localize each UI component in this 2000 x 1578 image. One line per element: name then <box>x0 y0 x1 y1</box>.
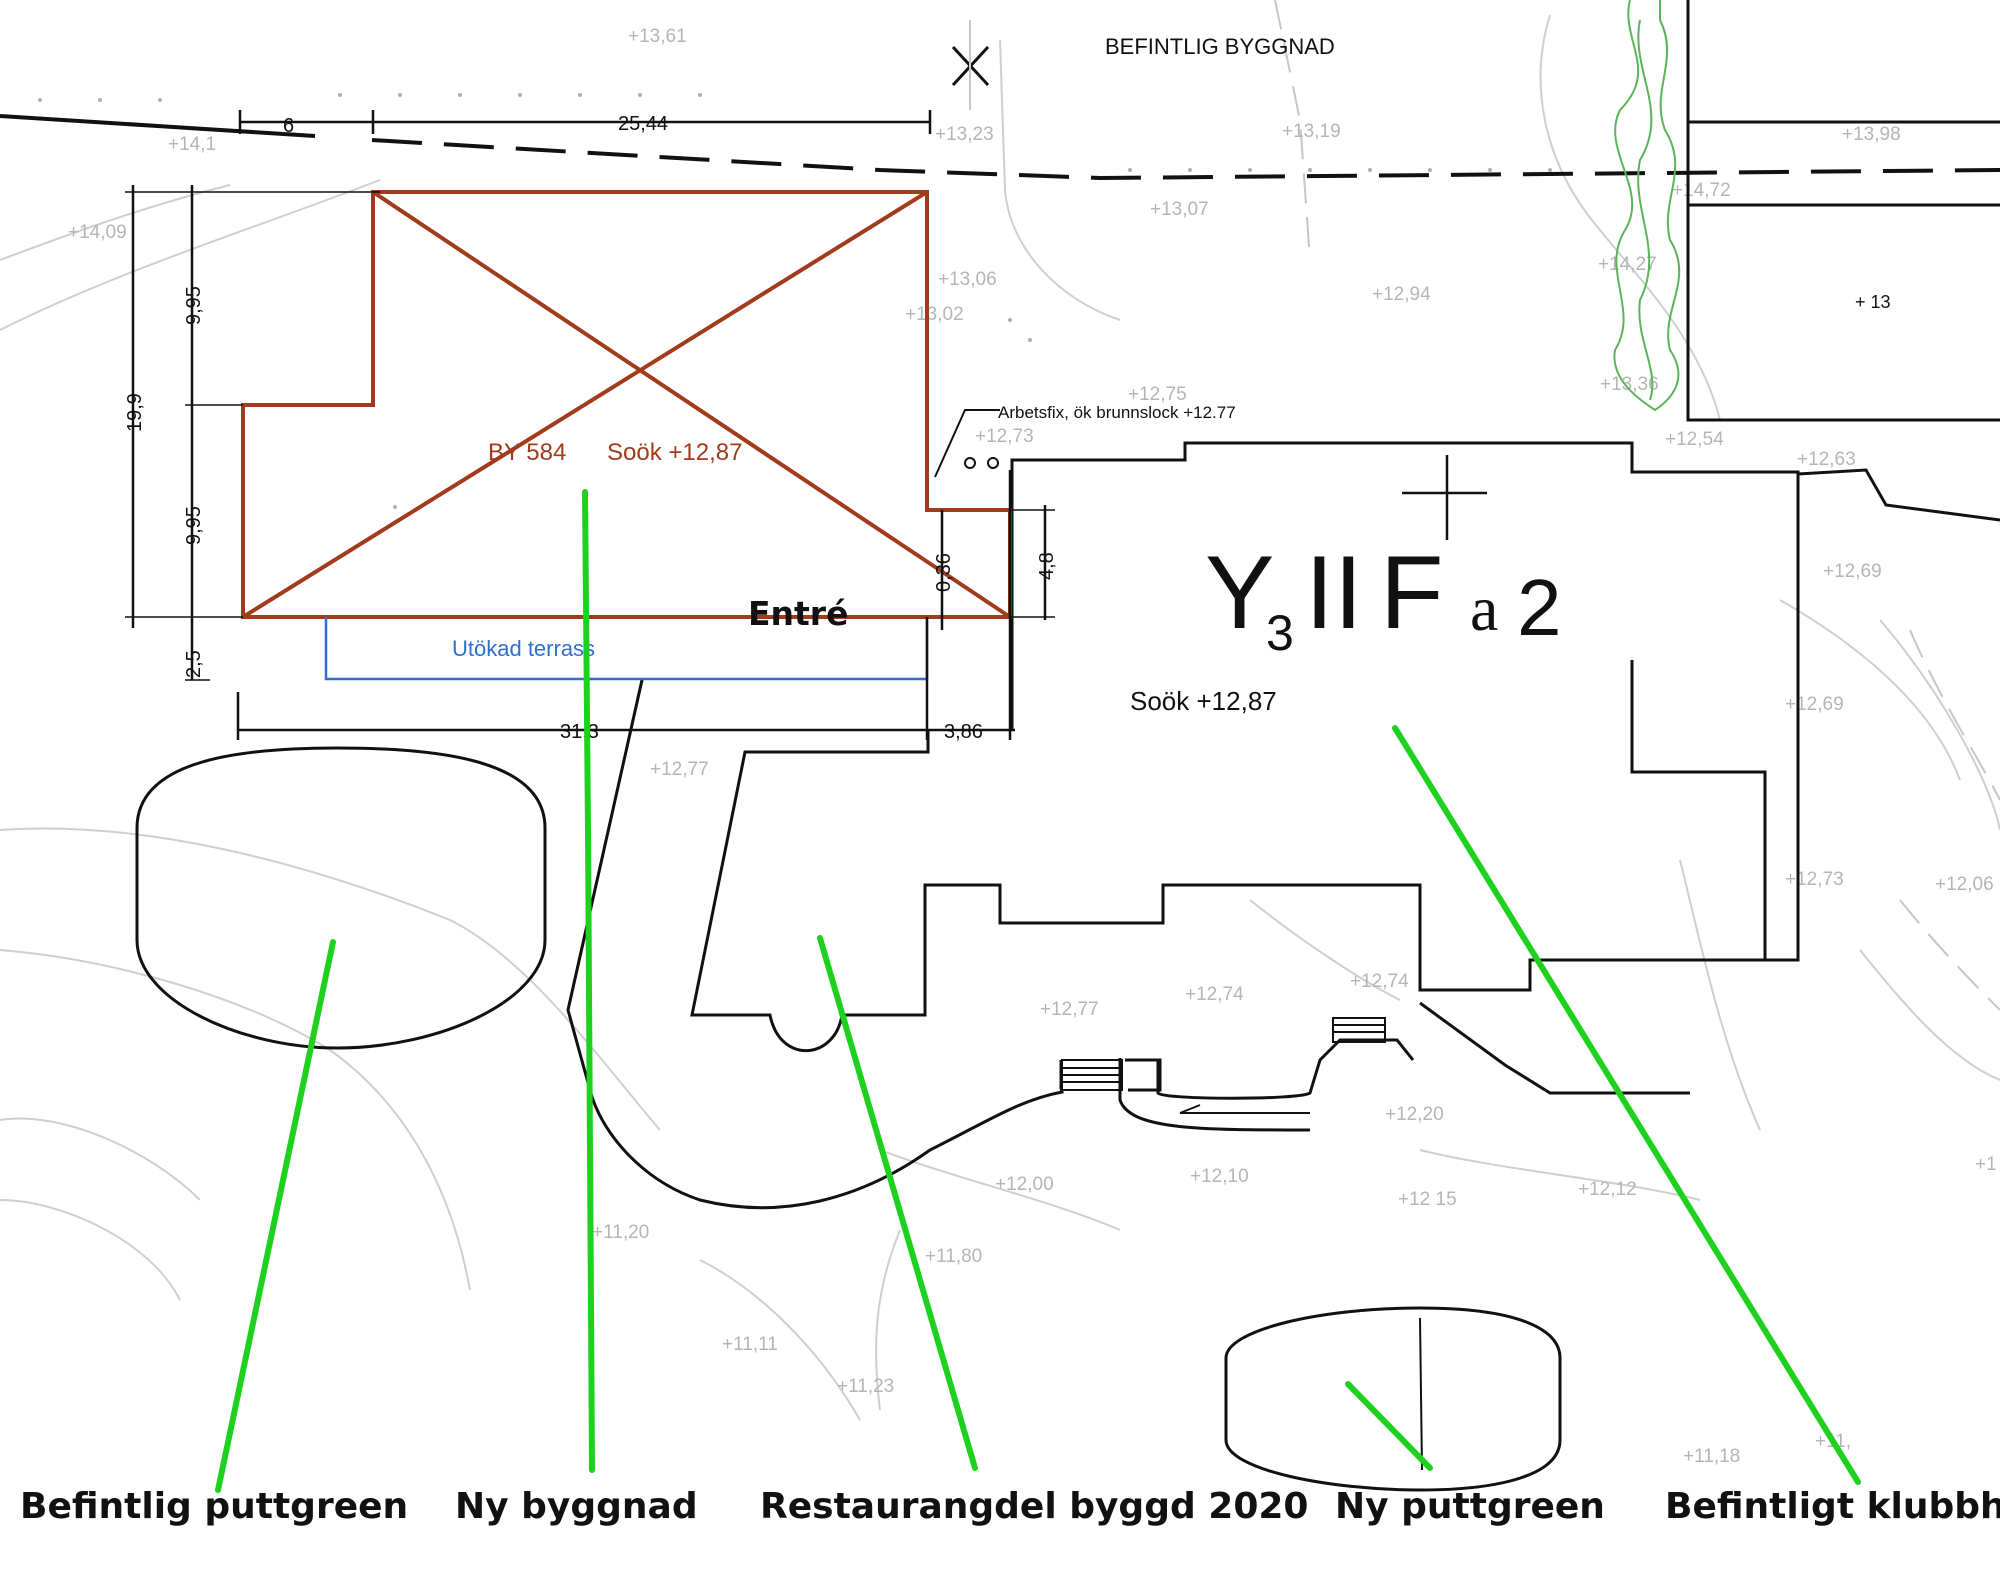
terrain-contours <box>0 14 2000 1421</box>
svg-text:9,95: 9,95 <box>183 286 205 325</box>
svg-text:25,44: 25,44 <box>618 113 668 135</box>
elevation-label: +12,77 <box>650 759 709 780</box>
caption-new-putting-green: Ny puttgreen <box>1335 1486 1605 1527</box>
elevation-label: +12,10 <box>1190 1166 1249 1187</box>
elevation-label: +11,80 <box>925 1246 982 1267</box>
elevation-label: +12,73 <box>1785 869 1844 890</box>
svg-text:4,8: 4,8 <box>1036 552 1058 580</box>
caption-restaurant: Restaurangdel byggd 2020 <box>760 1486 1308 1527</box>
elevation-label: +13,98 <box>1842 124 1901 145</box>
svg-text:2: 2 <box>1517 563 1562 652</box>
elevation-label: +12,06 <box>1935 874 1994 895</box>
svg-text:2,5: 2,5 <box>183 650 205 678</box>
new-building-level: Soök +12,87 <box>607 439 742 466</box>
elevation-label: +12,69 <box>1785 694 1844 715</box>
elevation-label: +12,63 <box>1797 449 1856 470</box>
svg-text:F: F <box>1380 535 1444 651</box>
leader-lines <box>215 489 1861 1493</box>
elevation-label: +12,12 <box>1578 1179 1637 1200</box>
svg-text:6: 6 <box>283 115 294 137</box>
elevation-label: +12,20 <box>1385 1104 1444 1125</box>
new-putting-green <box>1224 1306 1562 1492</box>
elevation-label: +12,73 <box>975 426 1034 447</box>
property-boundary <box>0 114 2000 181</box>
box-point-label: + 13 <box>1855 292 1891 312</box>
elevation-label: +13,06 <box>938 269 997 290</box>
svg-text:31,3: 31,3 <box>560 721 599 743</box>
ramp-arrow-icon <box>1179 1104 1310 1114</box>
putting-green-divider <box>1419 1317 1423 1471</box>
existing-putting-green <box>135 746 547 1050</box>
svg-text:II: II <box>1305 535 1363 651</box>
elevation-label: +11,18 <box>1683 1446 1740 1467</box>
caption-new-building: Ny byggnad <box>455 1486 698 1527</box>
elevation-label: +14,09 <box>68 222 127 243</box>
grid-dots <box>38 93 1552 509</box>
existing-building-outline <box>1686 0 2000 422</box>
new-building-outline <box>241 190 1012 619</box>
svg-text:9,95: 9,95 <box>183 506 205 545</box>
elevation-label: +12,75 <box>1128 384 1187 405</box>
survey-marker-icon <box>951 20 990 110</box>
elevation-label: +11,23 <box>837 1376 894 1397</box>
elevation-label: +13,36 <box>1600 374 1659 395</box>
elevation-label: +1 <box>1975 1154 1997 1175</box>
entrance-label: Entré <box>748 594 848 633</box>
elevation-label: +14,1 <box>168 134 216 155</box>
hedge-icon <box>1613 0 1681 412</box>
svg-text:3,86: 3,86 <box>944 721 983 743</box>
extended-terrace-label: Utökad terrass <box>452 636 595 661</box>
new-building-area: BY 584 <box>488 439 566 466</box>
elevation-label: +12,54 <box>1665 429 1724 450</box>
elevation-label: +11,11 <box>722 1334 778 1355</box>
captions: Befintlig puttgreen Ny byggnad Restauran… <box>20 1486 2000 1527</box>
caption-existing-putting-green: Befintlig puttgreen <box>20 1486 408 1527</box>
elevation-label: +13,19 <box>1282 121 1341 142</box>
elevation-label: +12,74 <box>1185 984 1244 1005</box>
svg-text:a: a <box>1470 573 1498 644</box>
elevation-label: +13,23 <box>935 124 994 145</box>
caption-existing-clubhouse: Befintligt klubbhus <box>1665 1486 2000 1527</box>
work-fix-label: Arbetsfix, ök brunnslock +12.77 <box>998 403 1236 422</box>
elevation-label: +14,72 <box>1672 180 1731 201</box>
work-fix-annotation <box>934 409 1000 478</box>
dimension-text: 6 25,44 19,9 9,95 9,95 2,5 0,36 4,8 31,3… <box>124 113 1058 743</box>
existing-clubhouse-outline <box>566 441 2000 1210</box>
svg-text:3: 3 <box>1266 605 1294 661</box>
elevation-label: +12,69 <box>1823 561 1882 582</box>
elevation-label: +13,07 <box>1150 199 1209 220</box>
elevation-label: +12,94 <box>1372 284 1431 305</box>
elevation-label: +12,00 <box>995 1174 1054 1195</box>
clubhouse-level: Soök +12,87 <box>1130 686 1277 716</box>
elevation-label: +13,02 <box>905 304 964 325</box>
footpath-line <box>566 679 644 1011</box>
existing-building-label: BEFINTLIG BYGGNAD <box>1105 34 1335 59</box>
elevation-label: +11,20 <box>592 1222 649 1243</box>
elevation-label: +13,61 <box>628 26 687 47</box>
elevation-label: +12 15 <box>1398 1189 1457 1210</box>
terrain-dashed-lines <box>1274 0 2000 1011</box>
crosshair-icon <box>1402 455 1487 540</box>
stairs-icon <box>1061 1017 1386 1091</box>
elevation-label: +12,74 <box>1350 971 1409 992</box>
svg-text:Y: Y <box>1205 535 1274 651</box>
svg-text:0,36: 0,36 <box>933 553 955 592</box>
elevation-labels: +13,61 +14,1 +13,23 +13,19 +13,98 +14,72 +14,0… <box>68 26 1997 1467</box>
elevation-label: +14,27 <box>1598 254 1657 275</box>
elevation-label: +12,77 <box>1040 999 1099 1020</box>
svg-text:19,9: 19,9 <box>124 393 146 432</box>
zoning-code: Y 3 II F a 2 <box>1205 535 1562 661</box>
dimension-lines <box>125 110 1055 740</box>
